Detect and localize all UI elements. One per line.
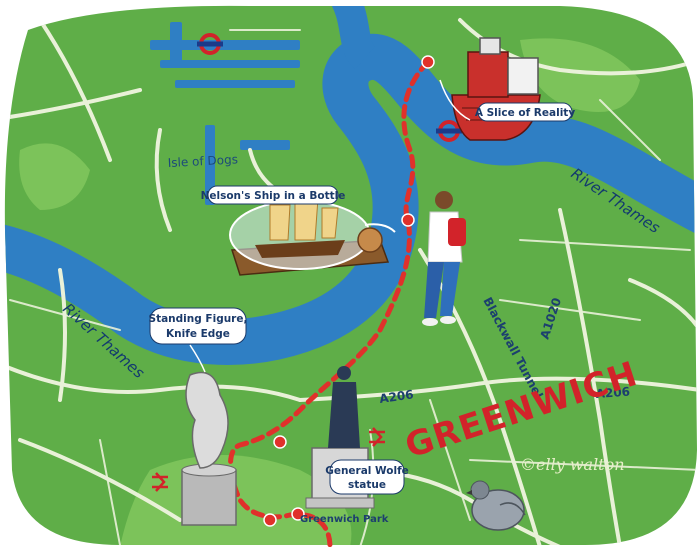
callout-pointer [189,344,206,373]
walking-person-icon [422,191,466,326]
knife-edge-statue-icon [181,371,237,526]
callout-label: Nelson's Ship in a Bottle [201,190,346,202]
route-stops [263,55,435,527]
national-rail-icon [152,472,168,492]
isle-of-dogs-label: Isle of Dogs [167,152,238,170]
road-network-minor [9,29,697,546]
callout-label-line1: General Wolfe [325,465,409,477]
callout-label-line1: Standing Figure, [149,313,248,325]
callout-general-wolfe: General Wolfe statue [325,459,409,495]
artist-signature: ©elly walton [520,455,625,474]
callout-label: A Slice of Reality [475,107,575,119]
river-thames-top [327,5,377,70]
callout-pointer [439,79,471,121]
underground-roundel-icon [436,120,462,142]
callout-label-line2: statue [348,479,386,491]
a206-center-label: A206 [378,387,414,406]
docks-water [150,22,300,205]
general-wolfe-statue-icon [305,366,375,509]
a206-east-label: A206 [595,385,630,401]
national-rail-icon [369,427,385,447]
callout-label-line2: Knife Edge [166,328,230,340]
callout-nelsons-ship: Nelson's Ship in a Bottle [201,185,346,205]
bottle-ship-icon [229,197,396,276]
greenwich-park-label: Greenwich Park [300,514,389,525]
callout-slice-of-reality: A Slice of Reality [475,102,575,122]
callout-standing-figure: Standing Figure, Knife Edge [149,307,248,345]
underground-roundel-icon [197,33,223,55]
walking-route [228,59,431,547]
pigeon-icon [466,480,526,531]
park-area-north [520,38,640,113]
park-area-west [19,143,90,210]
